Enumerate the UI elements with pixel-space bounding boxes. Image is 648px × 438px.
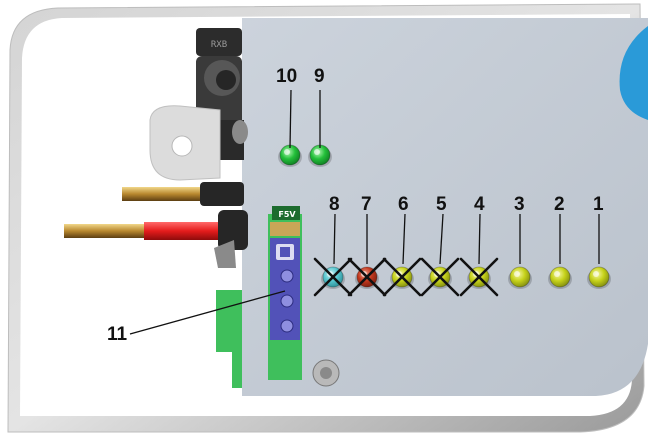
screw xyxy=(312,359,340,387)
leader-10 xyxy=(289,89,292,149)
leader-lines xyxy=(129,89,600,335)
label-10: 10 xyxy=(276,66,298,87)
led-9 xyxy=(308,144,332,167)
label-9: 9 xyxy=(314,66,325,87)
component-marking: F5V xyxy=(278,210,296,219)
blue-accent xyxy=(619,26,648,120)
pcb-board xyxy=(242,18,648,396)
led-3 xyxy=(508,266,532,289)
label-3: 3 xyxy=(514,194,525,215)
gold-pin-upper xyxy=(122,182,244,206)
led-10 xyxy=(278,144,302,167)
cross-led-6 xyxy=(382,257,422,297)
led-1 xyxy=(587,266,611,289)
label-4: 4 xyxy=(474,194,485,215)
cross-led-4 xyxy=(459,257,499,297)
label-5: 5 xyxy=(436,194,447,215)
leader-4 xyxy=(478,213,481,265)
mounting-tab xyxy=(149,105,221,181)
label-8: 8 xyxy=(329,194,340,215)
leader-6 xyxy=(402,213,406,265)
label-11: 11 xyxy=(107,324,128,345)
leader-5 xyxy=(439,213,444,265)
red-wire xyxy=(64,210,248,268)
label-2: 2 xyxy=(554,194,565,215)
black-component: RXB xyxy=(196,28,248,160)
label-7: 7 xyxy=(361,194,372,215)
cross-led-5 xyxy=(420,257,460,297)
leader-8 xyxy=(333,213,336,265)
cross-led-8 xyxy=(313,257,353,297)
label-6: 6 xyxy=(398,194,409,215)
cross-led-7 xyxy=(347,257,387,297)
cross-marks xyxy=(313,257,499,297)
label-1: 1 xyxy=(593,194,604,215)
ic-marking: RXB xyxy=(211,40,227,50)
led-2 xyxy=(548,266,572,289)
connector-11 xyxy=(270,238,300,340)
leader-11 xyxy=(129,290,286,335)
